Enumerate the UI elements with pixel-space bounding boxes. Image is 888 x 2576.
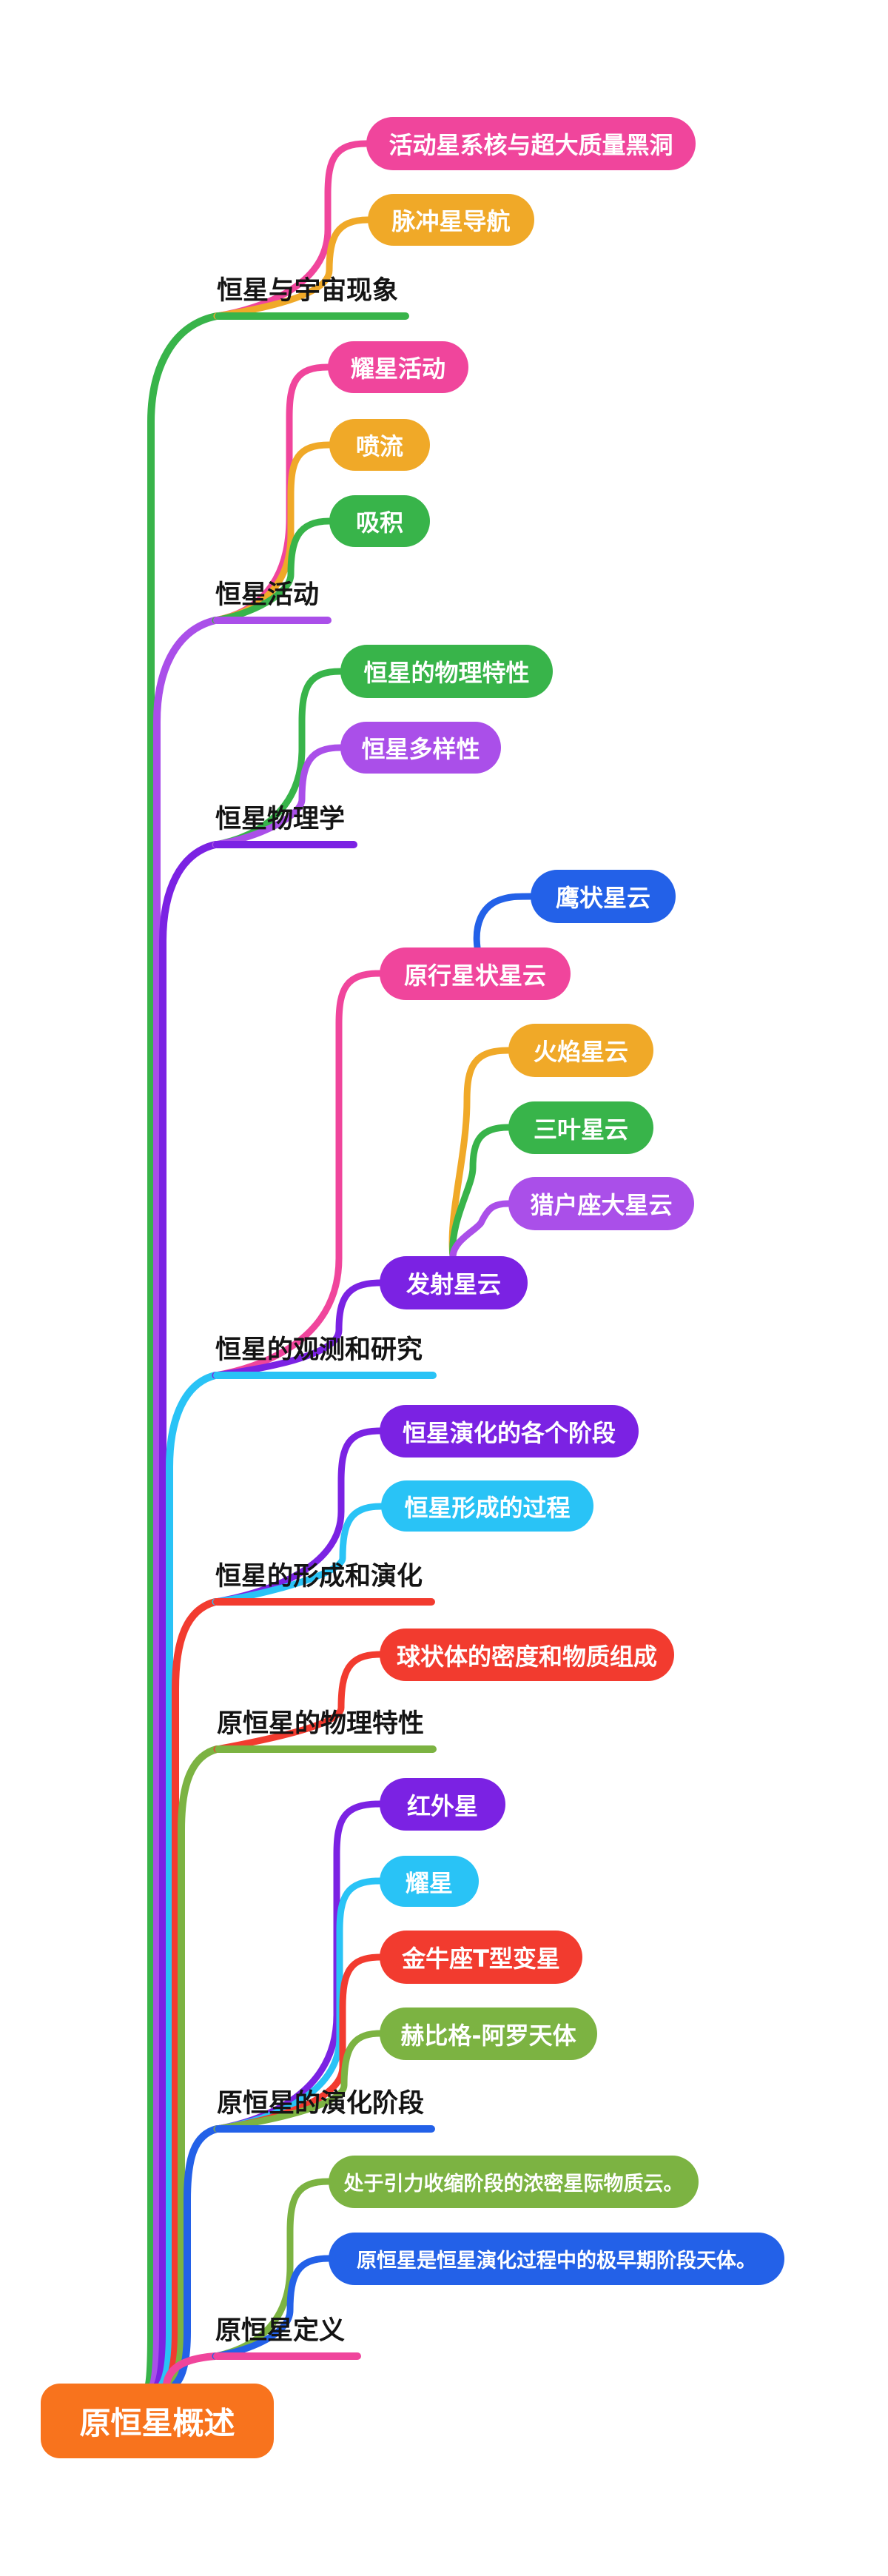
topic-node[interactable]: 恒星与宇宙现象 xyxy=(217,276,399,306)
topic-underline xyxy=(213,617,332,624)
topic-underline xyxy=(213,1372,437,1379)
grandchild-connector xyxy=(449,1200,512,1260)
topic-node[interactable]: 恒星活动 xyxy=(215,580,320,610)
child-connector xyxy=(212,517,333,624)
topic-node[interactable]: 恒星的形成和演化 xyxy=(215,1562,423,1591)
child-connector xyxy=(213,216,371,320)
child-node[interactable]: 金牛座T型变星 xyxy=(380,1931,582,1984)
grandchild-connector xyxy=(449,1124,512,1260)
child-node[interactable]: 耀星活动 xyxy=(328,341,468,393)
child-connector xyxy=(212,2255,332,2360)
topic-underline xyxy=(215,2125,435,2133)
child-node[interactable]: 原行星状星云 xyxy=(380,947,571,1000)
grandchild-node[interactable]: 三叶星云 xyxy=(508,1101,653,1154)
branch-trunk-connector xyxy=(158,1372,219,2388)
branch-trunk-connector xyxy=(163,2352,219,2388)
branch-trunk-connector xyxy=(149,617,219,2388)
child-node[interactable]: 赫比格-阿罗天体 xyxy=(380,2008,597,2060)
branch-trunk-connector xyxy=(154,841,219,2388)
topic-underline xyxy=(215,312,409,320)
child-node[interactable]: 发射星云 xyxy=(380,1256,528,1309)
topic-underline xyxy=(213,841,357,848)
child-node[interactable]: 活动星系核与超大质量黑洞 xyxy=(366,117,696,170)
child-node[interactable]: 恒星的物理特性 xyxy=(340,645,553,698)
child-connector xyxy=(212,1279,383,1379)
branch-trunk-connector xyxy=(145,312,221,2388)
topic-underline xyxy=(213,1598,435,1606)
child-node[interactable]: 喷流 xyxy=(329,419,430,471)
grandchild-connector xyxy=(473,893,534,951)
topic-node[interactable]: 恒星的观测和研究 xyxy=(215,1335,423,1365)
branch-trunk-connector xyxy=(167,1745,221,2388)
child-node[interactable]: 原恒星是恒星演化过程中的极早期阶段天体。 xyxy=(329,2233,784,2285)
topic-node[interactable]: 恒星物理学 xyxy=(215,805,346,834)
child-node[interactable]: 球状体的密度和物质组成 xyxy=(380,1629,674,1681)
grandchild-node[interactable]: 猎户座大星云 xyxy=(508,1177,694,1230)
child-node[interactable]: 吸积 xyxy=(329,495,430,547)
child-connector xyxy=(212,970,383,1379)
topic-underline xyxy=(213,2352,361,2360)
grandchild-node[interactable]: 鹰状星云 xyxy=(531,870,676,923)
child-node[interactable]: 恒星演化的各个阶段 xyxy=(380,1405,639,1458)
branch-trunk-connector xyxy=(172,2125,221,2388)
child-connector xyxy=(213,2030,383,2133)
child-node[interactable]: 处于引力收缩阶段的浓密星际物质云。 xyxy=(329,2156,699,2208)
child-connector xyxy=(213,1651,383,1753)
topic-node[interactable]: 原恒星的物理特性 xyxy=(217,1709,425,1739)
grandchild-node[interactable]: 火焰星云 xyxy=(508,1024,653,1077)
child-connector xyxy=(212,1503,385,1606)
child-node[interactable]: 恒星多样性 xyxy=(340,722,501,774)
child-node[interactable]: 红外星 xyxy=(380,1778,505,1831)
root-node[interactable]: 原恒星概述 xyxy=(41,2384,274,2458)
topic-node[interactable]: 原恒星的演化阶段 xyxy=(217,2089,425,2119)
child-node[interactable]: 脉冲星导航 xyxy=(368,194,534,246)
child-node[interactable]: 恒星形成的过程 xyxy=(381,1480,593,1532)
child-connector xyxy=(212,744,344,848)
topic-underline xyxy=(215,1745,437,1753)
child-node[interactable]: 耀星 xyxy=(380,1856,479,1907)
topic-node[interactable]: 原恒星定义 xyxy=(215,2316,346,2346)
grandchild-connector xyxy=(448,1047,512,1260)
